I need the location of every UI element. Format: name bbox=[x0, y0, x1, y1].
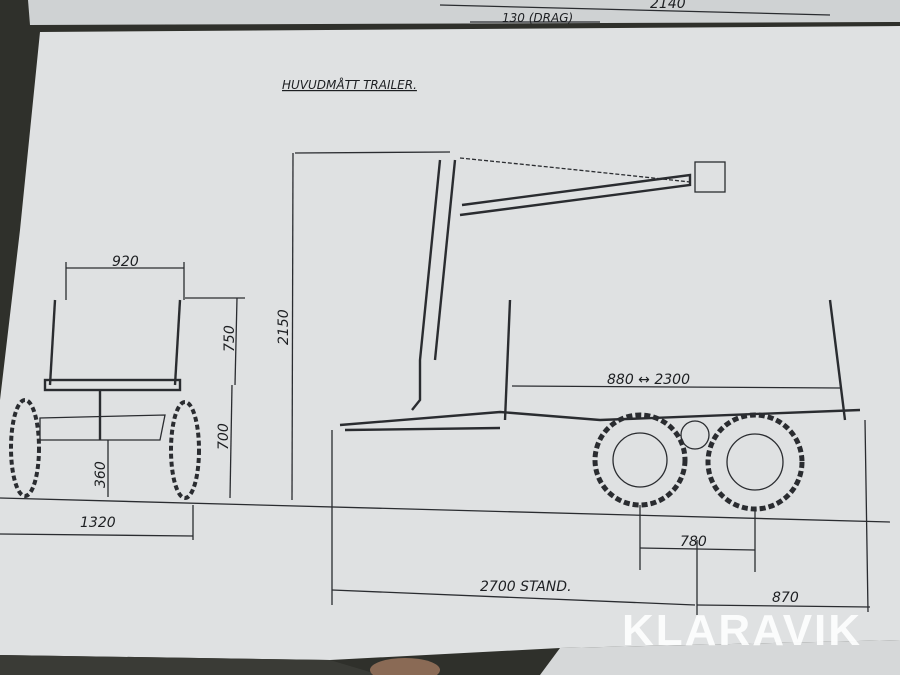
dim-1320: 1320 bbox=[80, 515, 116, 531]
dim-780: 780 bbox=[680, 534, 707, 550]
dim-2150: 2150 bbox=[276, 309, 292, 345]
side-view: 2150 880 ↔ 2300 780 2700 STAND. 870 bbox=[276, 151, 871, 615]
rear-view: 920 750 700 360 1320 bbox=[0, 254, 245, 540]
dim-2700-stand: 2700 STAND. bbox=[480, 579, 572, 595]
dim-880-2300: 880 ↔ 2300 bbox=[607, 372, 690, 388]
top-sheet bbox=[28, 0, 900, 25]
dim-360: 360 bbox=[93, 461, 109, 488]
drawing-title: HUVUDMÅTT TRAILER. bbox=[282, 77, 417, 92]
dim-700: 700 bbox=[216, 423, 232, 450]
klaravik-watermark: KLARAVIK bbox=[622, 606, 862, 655]
main-page bbox=[0, 26, 900, 660]
dim-870: 870 bbox=[772, 590, 799, 606]
dim-750: 750 bbox=[222, 325, 238, 352]
dim-2140: 2140 bbox=[650, 0, 686, 12]
dim-920: 920 bbox=[112, 254, 139, 270]
dim-130-drag: 130 (DRAG) bbox=[502, 11, 573, 25]
